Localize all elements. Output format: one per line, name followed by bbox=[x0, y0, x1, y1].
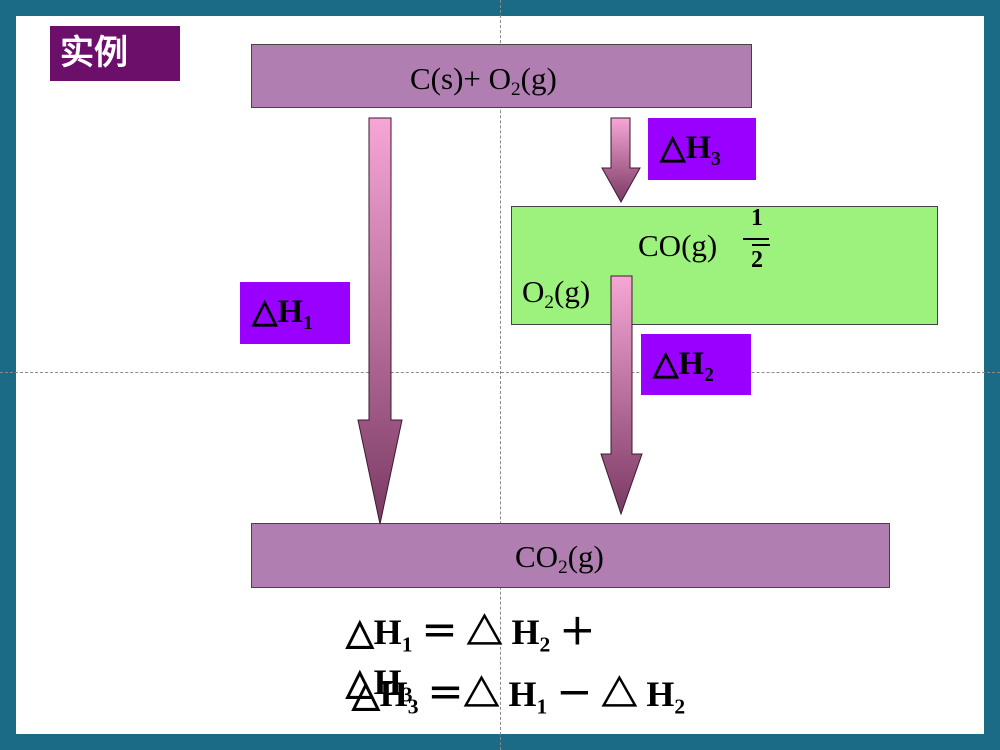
reactant-state: (g) bbox=[520, 61, 557, 96]
reactant-label: C(s)+ O2(g) bbox=[410, 63, 557, 99]
eq1-term-a: △H bbox=[346, 612, 402, 652]
eq1-plus: ＋ bbox=[550, 612, 596, 652]
reactant-text: C(s)+ O bbox=[410, 61, 512, 96]
intermediate-box bbox=[511, 206, 938, 325]
delta-h2-subscript: 2 bbox=[704, 363, 714, 386]
eq2-term-c-sub: 2 bbox=[674, 694, 686, 719]
product-subscript: 2 bbox=[558, 556, 568, 578]
fraction-cross bbox=[752, 244, 770, 246]
eq1-term-a-sub: 1 bbox=[401, 632, 413, 657]
eq2-term-b-sub: 1 bbox=[536, 694, 548, 719]
fraction-bar bbox=[743, 238, 769, 240]
fraction-numerator: 1 bbox=[751, 205, 763, 231]
example-badge: 实例 bbox=[50, 26, 180, 81]
arrow-h3-icon bbox=[601, 117, 641, 204]
delta-h1-tag: △H1 bbox=[240, 282, 350, 344]
equation-1: △H1 ＝ △ H2 ＋ bbox=[346, 614, 595, 656]
delta-h3-subscript: 3 bbox=[711, 147, 721, 170]
delta-h2-symbol: △H bbox=[653, 346, 705, 382]
delta-h2-tag: △H2 bbox=[641, 334, 751, 395]
eq2-minus: － bbox=[547, 674, 602, 714]
horizontal-guide-line bbox=[0, 372, 1000, 373]
eq2-term-a: △H bbox=[352, 674, 408, 714]
eq1-term-b-sub: 2 bbox=[539, 632, 551, 657]
reactant-box bbox=[251, 44, 752, 108]
product-state: (g) bbox=[567, 539, 604, 574]
eq1-term-b: △ H bbox=[466, 612, 540, 652]
o2-text: O bbox=[522, 274, 545, 309]
equation-2: △H3 ＝△ H1 － △ H2 bbox=[352, 676, 685, 718]
eq2-equals: ＝ bbox=[418, 674, 464, 714]
eq2-term-c: △ H bbox=[601, 674, 675, 714]
eq2-term-a-sub: 3 bbox=[407, 694, 419, 719]
eq2-term-b: △ H bbox=[463, 674, 537, 714]
co-label: CO(g) bbox=[638, 228, 718, 263]
eq1-term-c: △H bbox=[346, 662, 402, 702]
product-text: CO bbox=[515, 539, 559, 574]
delta-h1-symbol: △H bbox=[252, 294, 304, 330]
equation-1-continued: △H3 bbox=[346, 664, 412, 706]
vertical-guide-line bbox=[500, 0, 501, 750]
eq1-term-c-sub: 3 bbox=[401, 682, 413, 707]
eq1-equals: ＝ bbox=[412, 612, 467, 652]
arrow-h2-icon bbox=[600, 275, 643, 516]
o2-subscript: 2 bbox=[544, 291, 554, 313]
o2-state: (g) bbox=[554, 274, 591, 309]
delta-h3-tag: △H3 bbox=[648, 118, 756, 180]
delta-h3-symbol: △H bbox=[660, 130, 712, 166]
o2-label: O2(g) bbox=[522, 276, 590, 312]
fraction-denominator: 2 bbox=[751, 247, 763, 273]
reactant-subscript: 2 bbox=[511, 78, 521, 100]
arrow-h1-icon bbox=[357, 117, 403, 525]
product-label: CO2(g) bbox=[515, 541, 604, 577]
product-box bbox=[251, 523, 890, 588]
delta-h1-subscript: 1 bbox=[303, 311, 313, 334]
